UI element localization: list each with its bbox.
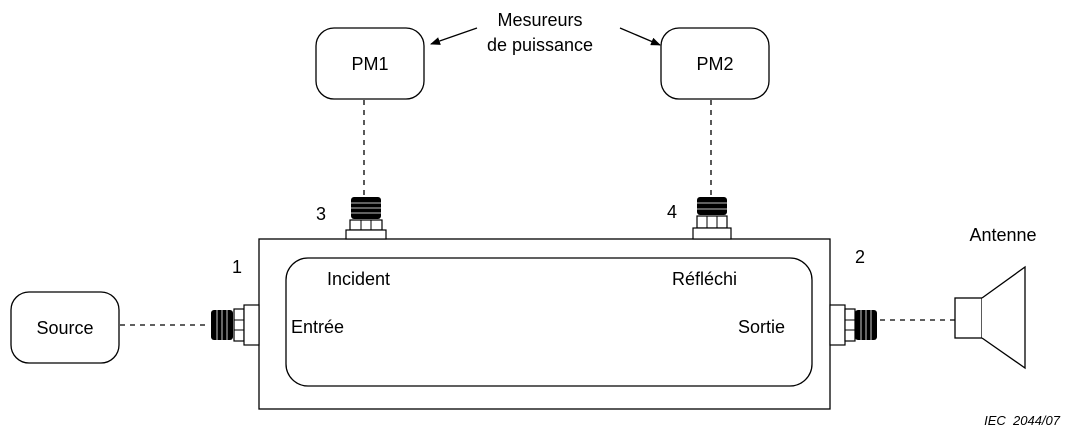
pm1-label: PM1 xyxy=(351,54,388,74)
source-label: Source xyxy=(36,318,93,338)
pm1-box xyxy=(315,27,425,100)
port-4-label: 4 xyxy=(667,202,677,222)
port-2-connector xyxy=(829,304,877,346)
source-box xyxy=(10,291,120,364)
arrow-to-pm2 xyxy=(619,27,661,46)
port-3-connector xyxy=(345,197,387,240)
port-2-label: 2 xyxy=(855,247,865,267)
caption-line-2: de puissance xyxy=(487,35,593,55)
antenna-icon xyxy=(954,265,1026,370)
arrow-to-pm1 xyxy=(430,27,478,45)
incident-label: Incident xyxy=(327,269,390,289)
pm2-label: PM2 xyxy=(696,54,733,74)
coupler-inner-box xyxy=(285,257,813,387)
iec-reference: IEC 2044/07 xyxy=(984,413,1061,428)
output-label: Sortie xyxy=(738,317,785,337)
pm2-box xyxy=(660,27,770,100)
caption-line-1: Mesureurs xyxy=(497,10,582,30)
port-4-connector xyxy=(692,197,732,240)
reflected-label: Réfléchi xyxy=(672,269,737,289)
port-1-label: 1 xyxy=(232,257,242,277)
input-label: Entrée xyxy=(291,317,344,337)
port-1-connector xyxy=(211,304,260,346)
antenna-label: Antenne xyxy=(969,225,1036,245)
port-3-label: 3 xyxy=(316,204,326,224)
